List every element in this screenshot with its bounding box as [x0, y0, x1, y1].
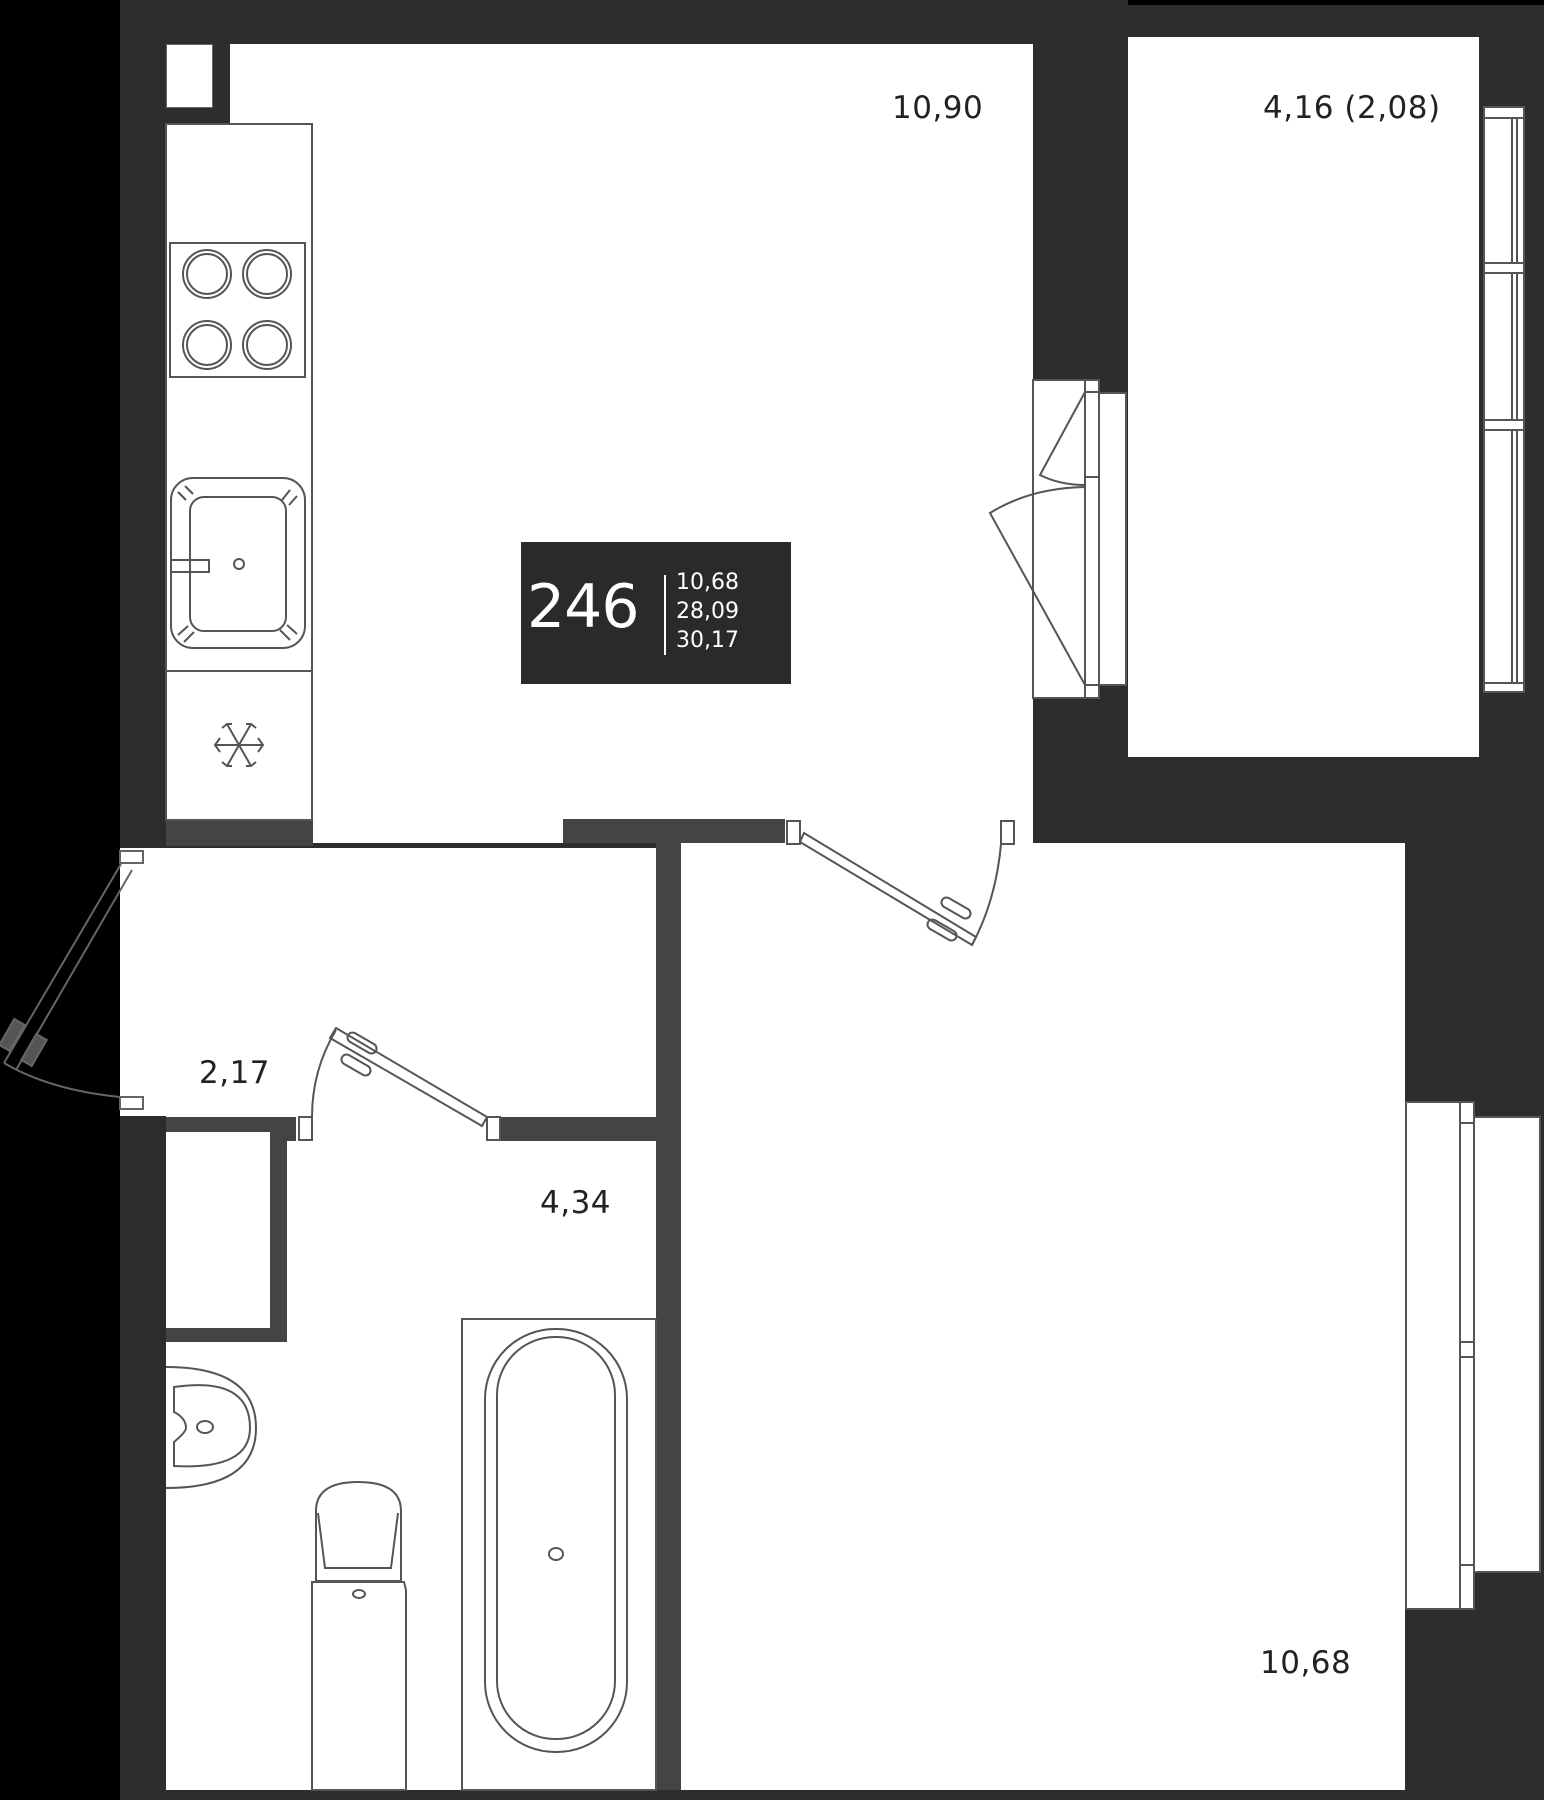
- total-area-value: 28,09: [676, 599, 739, 624]
- bathroom-top-wall-right: [500, 1117, 656, 1141]
- closet: [166, 1132, 270, 1328]
- stove-icon: [169, 242, 306, 378]
- apartment-badge: 246 10,68 28,09 30,17: [521, 542, 791, 684]
- living-area-value: 10,68: [676, 570, 739, 595]
- fridge-icon: [213, 723, 265, 767]
- bedroom-top-wall: [563, 819, 785, 843]
- balcony-window-icon: [1483, 106, 1525, 693]
- toilet-icon: [311, 1480, 407, 1791]
- sink-icon: [170, 477, 306, 649]
- shaft-wall-right: [213, 44, 230, 124]
- washbasin-icon: [165, 1366, 258, 1489]
- total-with-balcony-value: 30,17: [676, 628, 739, 653]
- bathtub-icon: [461, 1318, 657, 1791]
- badge-separator: [664, 575, 666, 655]
- room-area-hallway: 2,17: [199, 1055, 271, 1091]
- top-strip-background: [1128, 0, 1544, 5]
- kitchen-counter-base-wall: [166, 820, 313, 846]
- apartment-number: 246: [527, 572, 640, 642]
- balcony-door-icon: [988, 379, 1127, 699]
- bedroom-left-wall: [656, 843, 681, 1790]
- living-bedroom-partition: [1033, 818, 1479, 843]
- room-area-bedroom: 10,68: [1260, 1645, 1352, 1681]
- entrance-door-icon: [0, 850, 144, 1110]
- closet-wall: [270, 1130, 287, 1342]
- bedroom-door-icon: [786, 820, 1015, 947]
- bedroom-window-icon: [1405, 1101, 1541, 1610]
- room-area-kitchen-living: 10,90: [892, 90, 984, 126]
- room-balcony: [1128, 37, 1479, 757]
- room-bedroom: [680, 843, 1405, 1790]
- ventilation-shaft: [166, 44, 213, 108]
- room-area-balcony: 4,16 (2,08): [1263, 90, 1441, 126]
- closet-bottom-wall: [166, 1328, 287, 1342]
- bathroom-door-icon: [298, 1026, 501, 1141]
- kitchen-counter: [165, 123, 313, 821]
- badge-areas: 10,68 28,09 30,17: [676, 568, 739, 655]
- room-area-bathroom: 4,34: [540, 1185, 612, 1221]
